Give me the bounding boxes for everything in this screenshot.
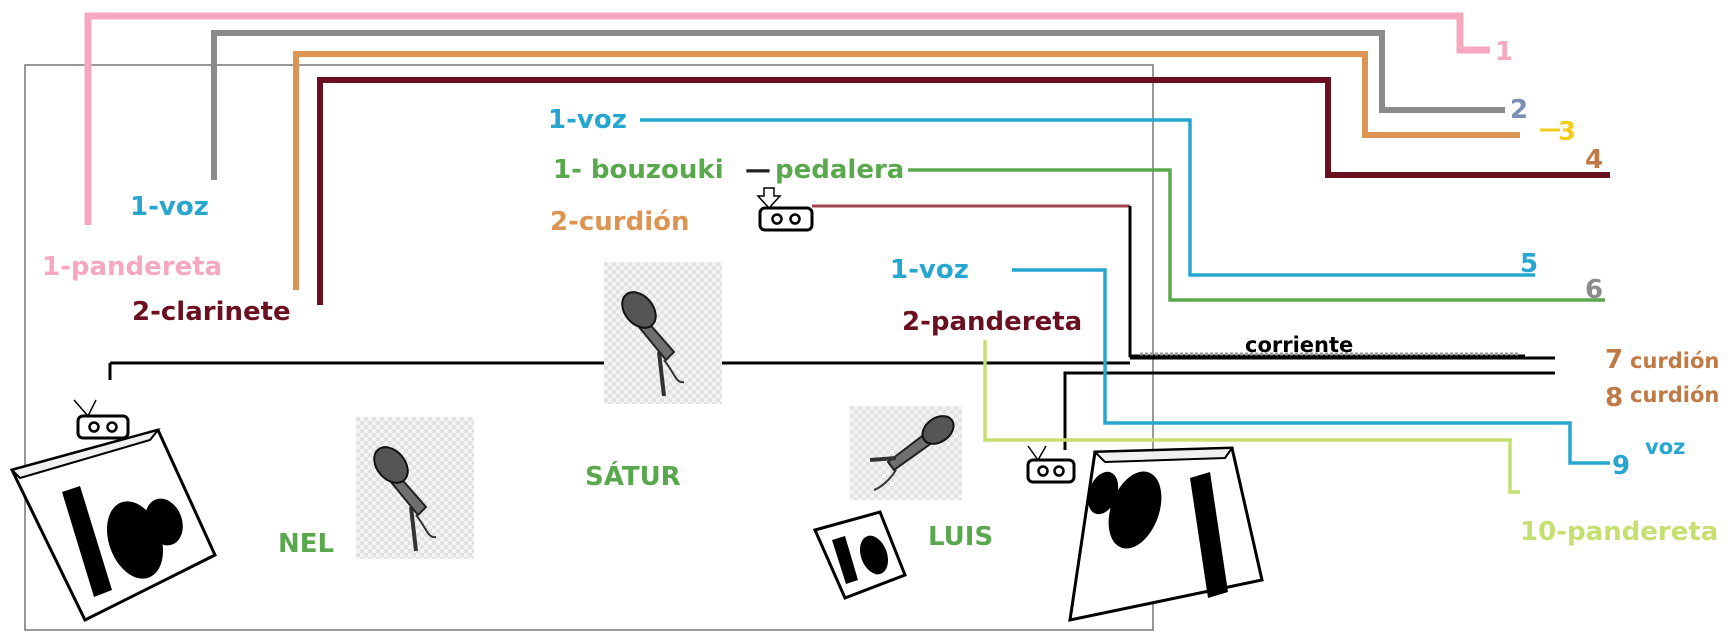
center-bouzouki-label: 1- bouzouki	[553, 155, 724, 185]
cable-5-cyan	[640, 118, 1535, 277]
center-dash: —	[745, 155, 771, 185]
cable-4-maroon	[317, 77, 1610, 305]
channel-8-label: curdión	[1630, 383, 1719, 407]
monitor-small-icon	[812, 510, 907, 600]
left-performer-name: NEL	[278, 529, 334, 559]
cable-3-orange	[293, 51, 1520, 290]
channel-9-number: 9	[1612, 451, 1630, 481]
cable-10-lime	[983, 340, 1520, 494]
center-pedalera-label: pedalera	[775, 155, 904, 185]
channel-2-number: 2	[1510, 95, 1528, 125]
stage-outline	[24, 64, 1154, 631]
channel-4-number: 4	[1585, 145, 1603, 175]
center-voz-label: 1-voz	[548, 105, 627, 135]
right-performer-name: LUIS	[928, 522, 993, 552]
right-pandereta-label: 2-pandereta	[902, 307, 1082, 337]
speaker-left-icon	[9, 428, 217, 623]
left-clarinete-label: 2-clarinete	[132, 297, 291, 327]
channel-5-number: 5	[1520, 249, 1538, 279]
channel-6-number: 6	[1585, 275, 1603, 305]
center-performer-name: SÁTUR	[585, 460, 681, 492]
channel-7-label: curdión	[1630, 349, 1719, 373]
cable-8-black	[1063, 371, 1555, 450]
cable-6-green	[908, 168, 1605, 302]
cable-9-cyan	[1012, 268, 1610, 465]
power-label: corriente	[1245, 333, 1353, 357]
channel-7-number: 7	[1605, 345, 1623, 375]
channel-3-number: 3	[1558, 117, 1576, 147]
center-curdion-label: 2-curdión	[550, 207, 690, 237]
cable-2-gray	[211, 30, 1505, 180]
channel-8-number: 8	[1605, 383, 1623, 413]
speaker-right-icon	[1068, 446, 1264, 622]
channel-10-label: 10-pandereta	[1520, 517, 1718, 547]
right-voz-label: 1-voz	[890, 255, 969, 285]
di-box-center	[756, 187, 814, 232]
microphone-icon-right	[850, 406, 962, 500]
curdion-to-power	[1128, 206, 1525, 358]
di-box-left	[73, 399, 130, 440]
di-box-right	[1026, 445, 1076, 484]
left-pandereta-label: 1-pandereta	[42, 252, 222, 282]
channel-1-number: 1	[1495, 37, 1513, 67]
microphone-icon-left	[356, 417, 474, 559]
left-voz-label: 1-voz	[130, 192, 209, 222]
channel-9-label: voz	[1645, 435, 1685, 459]
microphone-icon-center	[604, 262, 722, 404]
